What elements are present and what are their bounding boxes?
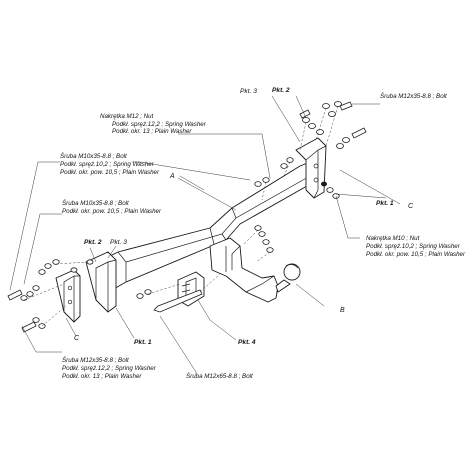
label-pkt1-right: Pkt. 1 xyxy=(376,200,394,207)
tow-ball-assembly xyxy=(209,237,301,303)
fasteners xyxy=(7,101,367,333)
label-pkt3-left: Pkt. 3 xyxy=(110,239,127,246)
label-pkt2-left: Pkt. 2 xyxy=(84,239,102,246)
callout-plain-washer-10-5-b: Podkł. okr. pow. 10,5 ; Plain Washer xyxy=(62,208,162,215)
callout-spring-washer-12-b: Podkł. spręż.12,2 ; Spring Washer xyxy=(62,365,157,372)
callout-bolt-m10x35-1: Śruba M10x35-8.8 ; Bolt xyxy=(60,153,127,160)
label-pkt1-left: Pkt. 1 xyxy=(134,339,152,346)
point-labels: Pkt. 3 Pkt. 2 Pkt. 1 Pkt. 2 Pkt. 3 Pkt. … xyxy=(84,87,394,346)
right-side-bracket xyxy=(295,137,327,199)
callout-spring-washer-10: Podkł. spręż.10,2 ; Spring Washer xyxy=(60,161,155,168)
callout-bolt-m12x35-bottom: Śruba M12x35-8.8 ; Bolt xyxy=(62,357,129,364)
callout-nut-m10: Nakrętka M10 ; Nut xyxy=(366,235,420,242)
callout-bolt-m12x65: Śruba M12x65-8.8 ; Bolt xyxy=(186,373,253,380)
callout-nut-m12: Nakrętka M12 ; Nut xyxy=(100,113,154,120)
callout-bolt-m12x35-top: Śruba M12x35-8.8 ; Bolt xyxy=(380,93,447,100)
letter-c-left: C xyxy=(74,335,80,342)
letter-c-right: C xyxy=(408,203,414,210)
left-side-bracket xyxy=(55,251,117,323)
callout-plain-washer-10-5-r: Podkł. okr. pow. 10,5 ; Plain Washer xyxy=(366,251,466,258)
callout-spring-washer-12: Podkł. spręż.12,2 ; Spring Washer xyxy=(112,121,207,128)
letter-b: B xyxy=(340,307,345,314)
callout-texts: Śruba M12x35-8.8 ; Bolt Nakrętka M12 ; N… xyxy=(60,93,466,380)
tow-ball xyxy=(283,263,301,281)
label-pkt2-top: Pkt. 2 xyxy=(272,87,290,94)
leader-lines xyxy=(9,95,401,374)
part-letters: A B C C xyxy=(74,173,414,342)
callout-plain-washer-13-b: Podkł. okr. 13 ; Plain Washer xyxy=(62,373,142,380)
assembly-lines xyxy=(23,105,339,327)
callout-plain-washer-13: Podkł. okr. 13 ; Plain Washer xyxy=(112,128,192,135)
label-pkt4: Pkt. 4 xyxy=(238,339,256,346)
callout-plain-washer-10-5: Podkł. okr. pow. 10,5 ; Plain Washer xyxy=(60,169,160,176)
letter-a: A xyxy=(169,173,175,180)
callout-spring-washer-10-r: Podkł. spręż.10,2 ; Spring Washer xyxy=(366,243,461,250)
label-pkt3-top: Pkt. 3 xyxy=(240,88,257,95)
callout-bolt-m10x35-2: Śruba M10x35-8.8 ; Bolt xyxy=(62,200,129,207)
